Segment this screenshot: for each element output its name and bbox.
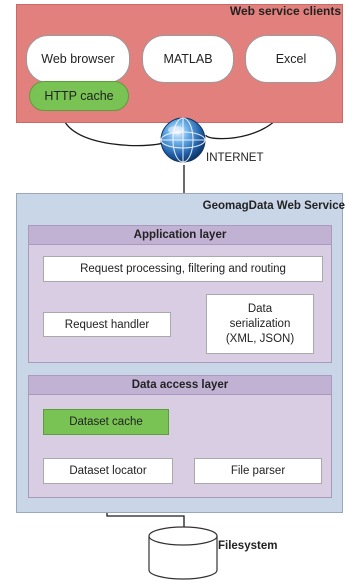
http-cache-node: HTTP cache	[29, 81, 129, 111]
matlab-node: MATLAB	[142, 35, 234, 83]
filesystem-label: Filesystem	[218, 540, 278, 552]
data-serialization-box: Data serialization (XML, JSON)	[206, 294, 314, 354]
application-layer-title: Application layer	[29, 226, 331, 245]
request-processing-box: Request processing, filtering and routin…	[43, 256, 323, 282]
internet-label: INTERNET	[206, 152, 264, 164]
web-service-clients-title: Web service clients	[229, 4, 341, 18]
data-access-layer-title: Data access layer	[29, 376, 331, 395]
dataset-cache-box: Dataset cache	[43, 409, 169, 435]
excel-node: Excel	[245, 35, 337, 83]
data-serialization-line-3: (XML, JSON)	[225, 332, 295, 345]
web-service-title: GeomagData Web Service	[202, 200, 345, 212]
request-handler-box: Request handler	[43, 312, 171, 337]
globe-icon	[160, 117, 206, 163]
web-browser-node: Web browser	[26, 35, 130, 83]
data-serialization-line-1: Data	[247, 302, 273, 315]
file-parser-box: File parser	[194, 458, 322, 484]
filesystem-database-icon	[148, 526, 218, 580]
dataset-locator-box: Dataset locator	[43, 458, 173, 484]
data-serialization-line-2: serialization	[229, 317, 291, 330]
